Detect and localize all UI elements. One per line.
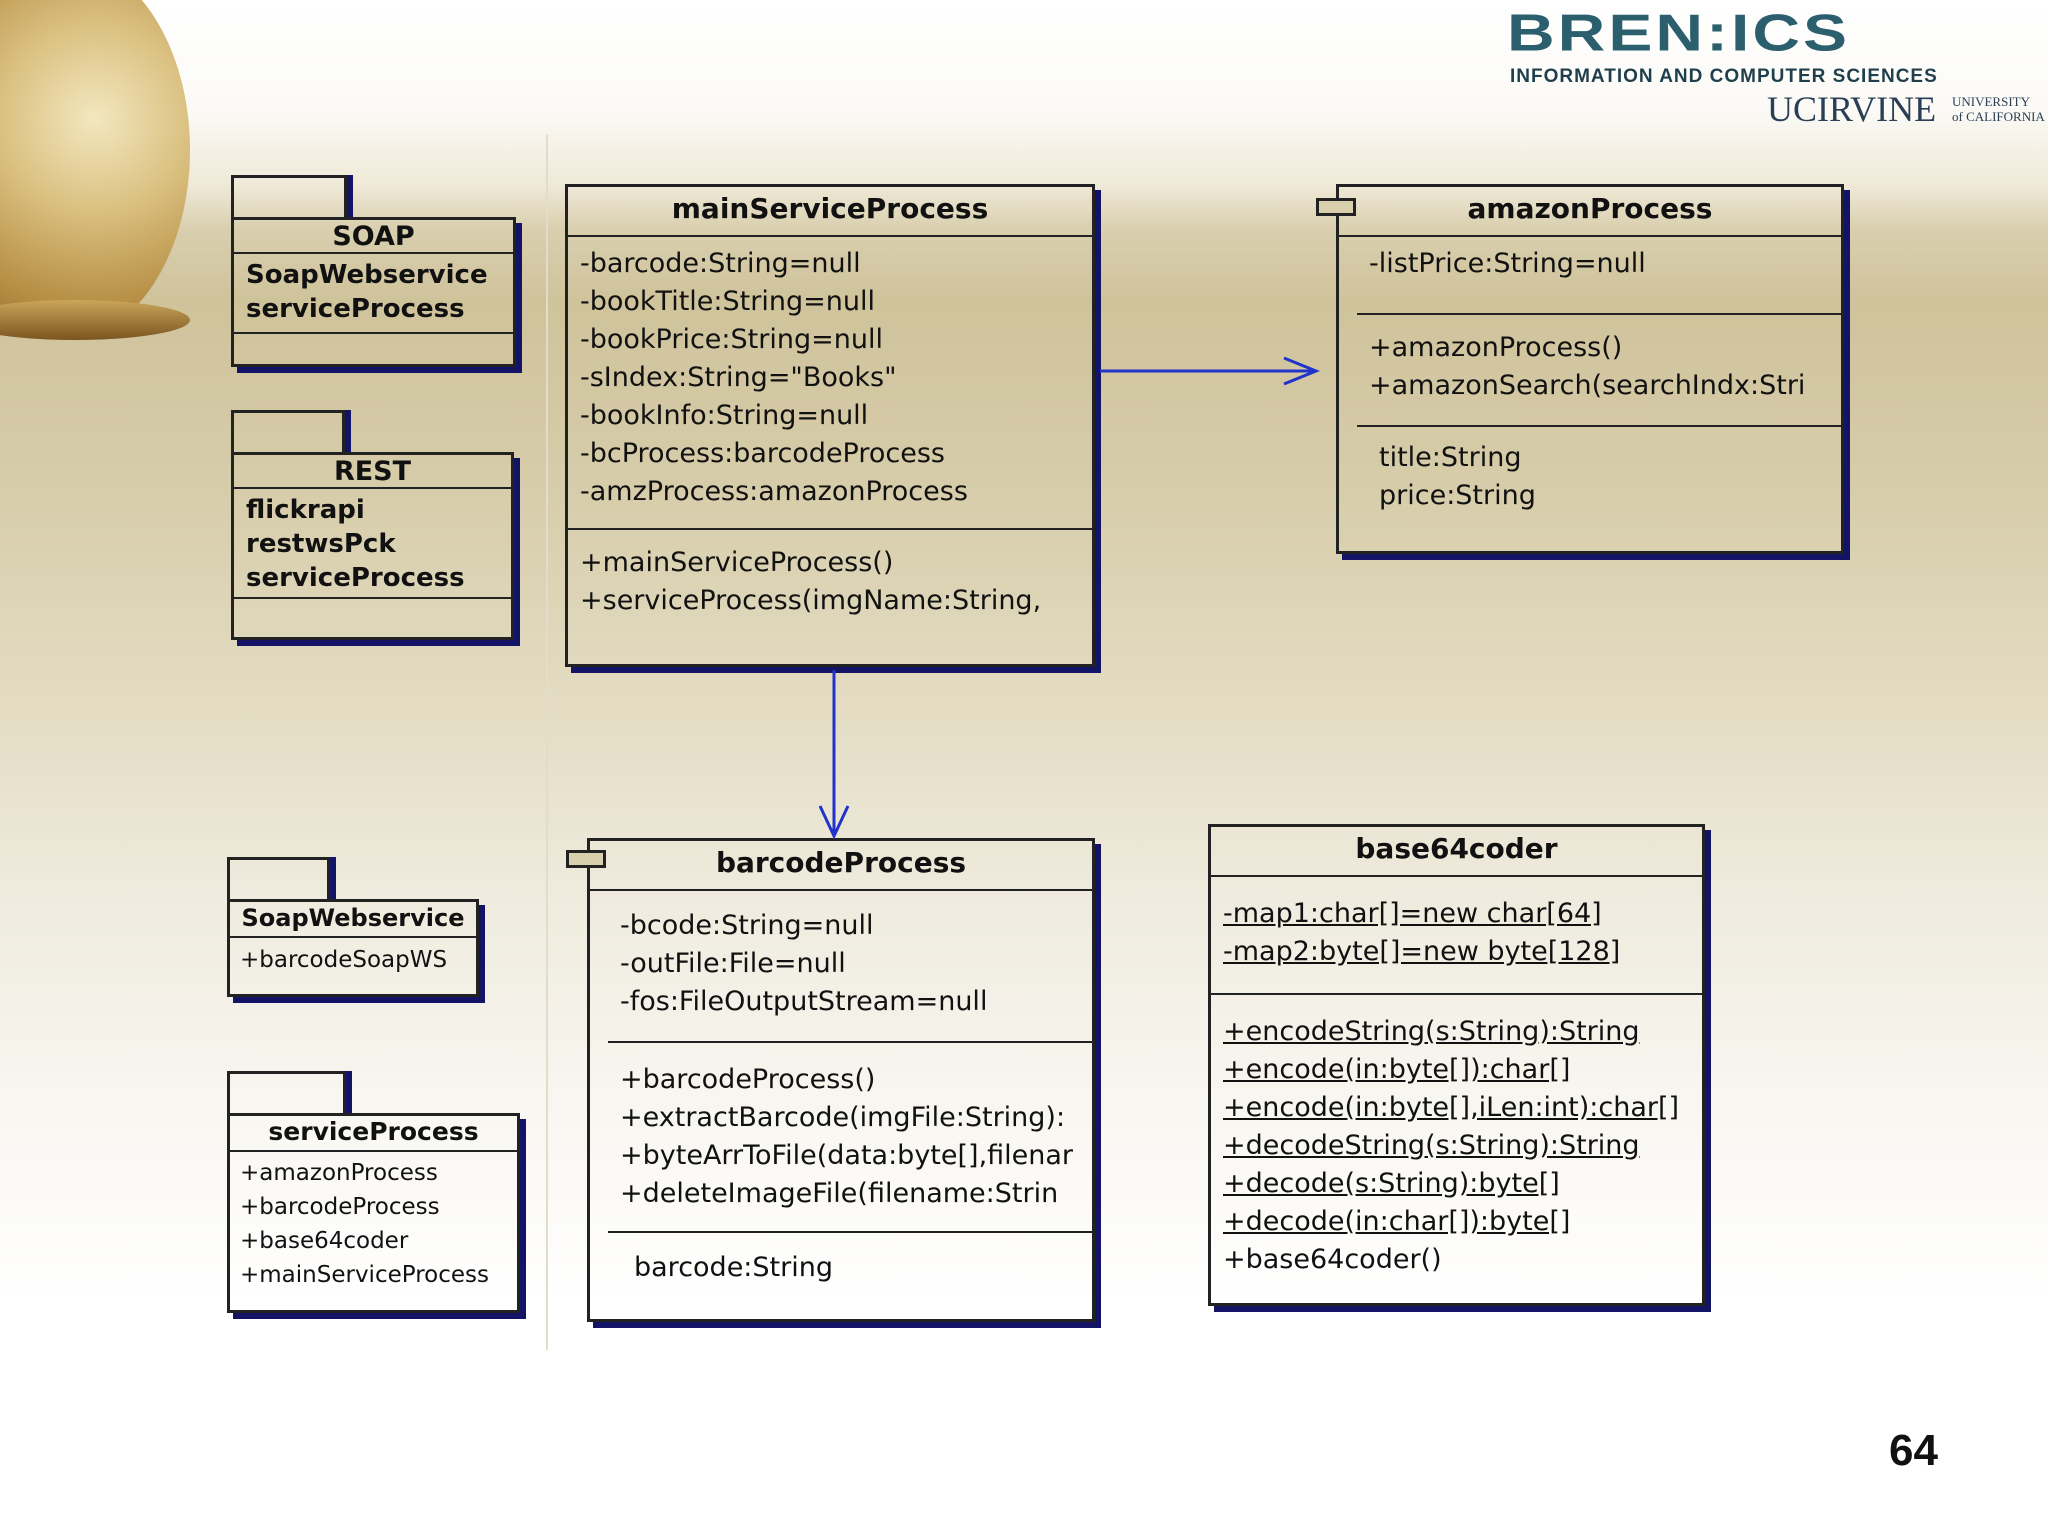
class-method: +mainServiceProcess() <box>580 547 894 578</box>
arrowhead-barcode <box>818 805 850 840</box>
class-attribute: -bookTitle:String=null <box>580 286 875 317</box>
package-soap: SOAP SoapWebservice serviceProcess <box>231 175 516 375</box>
globe-image <box>0 0 190 340</box>
class-method: +decode(in:char[]):byte[] <box>1223 1206 1571 1237</box>
class-attribute: -bcode:String=null <box>620 910 874 941</box>
class-base64coder: base64coder -map1:char[]=new char[64] -m… <box>1208 824 1705 1306</box>
class-method: +barcodeProcess() <box>620 1064 876 1095</box>
globe-stand <box>0 300 190 340</box>
class-method: +deleteImageFile(filename:Strin <box>620 1178 1059 1209</box>
bren-ics-logo: BREN:ICS INFORMATION AND COMPUTER SCIENC… <box>1505 6 2048 131</box>
package-rest: REST flickrapi restwsPck serviceProcess <box>231 410 516 650</box>
class-field: price:String <box>1379 480 1536 511</box>
page-number: 64 <box>1889 1426 1938 1475</box>
package-title: SoapWebservice <box>230 902 476 938</box>
class-attribute: -bookPrice:String=null <box>580 324 883 355</box>
class-attribute: -barcode:String=null <box>580 248 861 279</box>
package-item: +barcodeProcess <box>240 1194 440 1220</box>
class-attribute: -sIndex:String="Books" <box>580 362 897 393</box>
class-amazonprocess: amazonProcess -listPrice:String=null +am… <box>1336 184 1844 554</box>
logo-university: UCIRVINE <box>1767 89 1937 129</box>
class-attribute: -bcProcess:barcodeProcess <box>580 438 945 469</box>
package-title: REST <box>234 455 511 489</box>
class-method: +encode(in:byte[]):char[] <box>1223 1054 1571 1085</box>
class-name: mainServiceProcess <box>568 187 1092 237</box>
class-method: +decode(s:String):byte[] <box>1223 1168 1560 1199</box>
class-attribute: -listPrice:String=null <box>1369 248 1646 279</box>
class-name: amazonProcess <box>1339 187 1841 237</box>
class-method: +serviceProcess(imgName:String, <box>580 585 1042 616</box>
class-method: +byteArrToFile(data:byte[],filenar <box>620 1140 1074 1171</box>
package-item: +base64coder <box>240 1228 409 1254</box>
package-serviceprocess: serviceProcess +amazonProcess +barcodePr… <box>227 1071 522 1321</box>
class-method: +base64coder() <box>1223 1244 1442 1275</box>
class-mainserviceprocess: mainServiceProcess -barcode:String=null … <box>565 184 1095 667</box>
package-item: +barcodeSoapWS <box>240 947 448 973</box>
class-method: +decodeString(s:String):String <box>1223 1130 1640 1161</box>
class-field: title:String <box>1379 442 1522 473</box>
package-title: serviceProcess <box>230 1116 517 1152</box>
logo-uc: UNIVERSITY of CALIFORNIA <box>1952 94 2045 124</box>
class-method: +amazonProcess() <box>1369 332 1623 363</box>
package-item: serviceProcess <box>246 563 465 593</box>
package-item: flickrapi <box>246 495 365 525</box>
class-barcodeprocess: barcodeProcess -bcode:String=null -outFi… <box>587 838 1095 1322</box>
class-attribute: -outFile:File=null <box>620 948 846 979</box>
package-title: SOAP <box>234 220 513 254</box>
class-method: +encodeString(s:String):String <box>1223 1016 1640 1047</box>
package-item: SoapWebservice <box>246 260 488 290</box>
package-item: +amazonProcess <box>240 1160 438 1186</box>
class-field: barcode:String <box>634 1252 833 1283</box>
class-method: +extractBarcode(imgFile:String): <box>620 1102 1066 1133</box>
package-item: serviceProcess <box>246 294 465 324</box>
divider-line <box>546 135 548 1350</box>
class-name: barcodeProcess <box>590 841 1092 891</box>
package-soapwebservice: SoapWebservice +barcodeSoapWS <box>227 857 482 1007</box>
class-attribute: -amzProcess:amazonProcess <box>580 476 968 507</box>
component-icon <box>566 850 606 868</box>
class-attribute: -bookInfo:String=null <box>580 400 869 431</box>
class-method: +encode(in:byte[],iLen:int):char[] <box>1223 1092 1680 1123</box>
package-item: +mainServiceProcess <box>240 1262 489 1288</box>
class-attribute: -map1:char[]=new char[64] <box>1223 898 1602 929</box>
logo-wordmark: BREN:ICS <box>1507 3 1851 62</box>
component-icon <box>1316 198 1356 216</box>
class-method: +amazonSearch(searchIndx:Stri <box>1369 370 1806 401</box>
package-item: restwsPck <box>246 529 396 559</box>
logo-subtitle: INFORMATION AND COMPUTER SCIENCES <box>1510 66 1938 87</box>
class-name: base64coder <box>1211 827 1702 877</box>
class-attribute: -map2:byte[]=new byte[128] <box>1223 936 1621 967</box>
arrowhead-amazon <box>1283 356 1320 386</box>
class-attribute: -fos:FileOutputStream=null <box>620 986 988 1017</box>
